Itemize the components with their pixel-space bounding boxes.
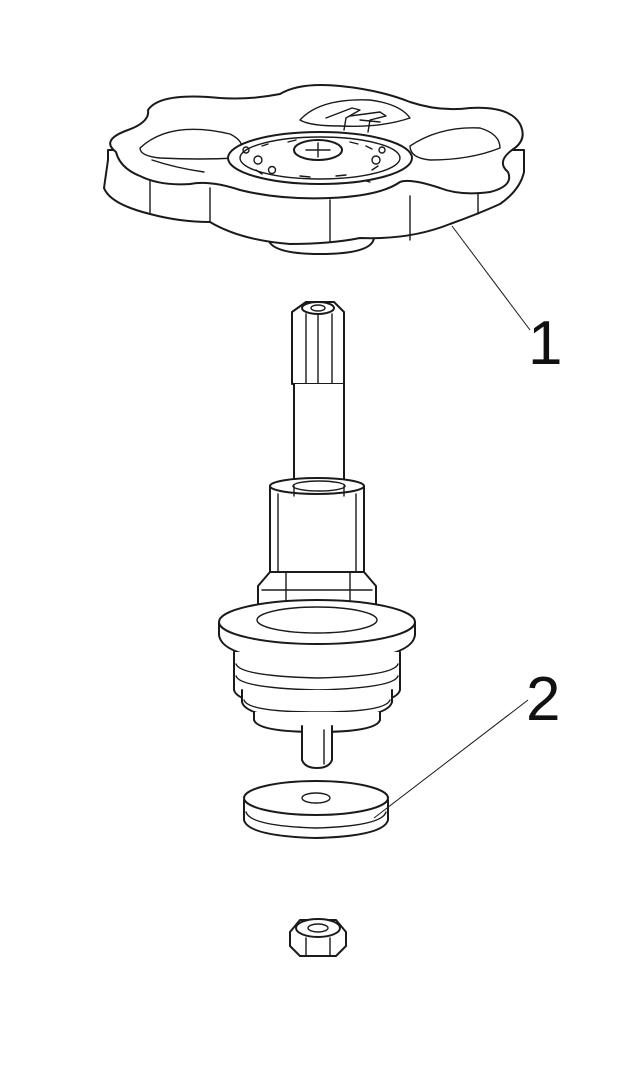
callout-2: 2 [373, 665, 560, 819]
nut-icon [289, 918, 347, 957]
washer-icon [243, 780, 389, 839]
callout-1: 1 [451, 225, 562, 378]
callout-2-label: 2 [526, 665, 560, 734]
spindle-icon [218, 301, 416, 769]
handwheel-icon [103, 84, 525, 255]
callout-1-label: 1 [528, 309, 562, 378]
